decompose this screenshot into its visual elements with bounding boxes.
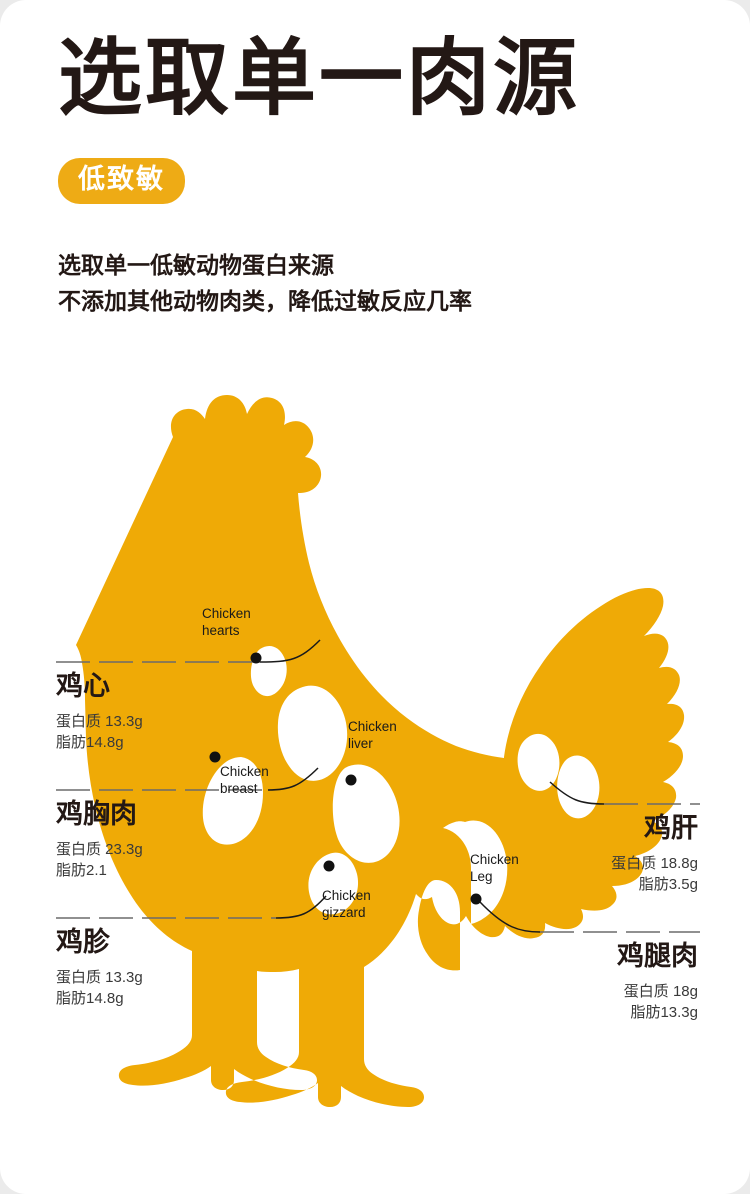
dot-marker-breast xyxy=(209,751,221,763)
callout-name: 鸡腿肉 xyxy=(617,941,698,971)
fat-value: 脂肪2.1 xyxy=(56,862,107,880)
dot-marker-hearts xyxy=(250,652,262,664)
en-label-line-2: breast xyxy=(220,780,258,796)
callout-chicken-breast: 鸡胸肉 蛋白质 23.3g 脂肪2.1 xyxy=(56,799,143,883)
fat-value: 脂肪14.8g xyxy=(56,990,124,1008)
en-label-chicken-breast: Chicken breast xyxy=(220,764,269,798)
page-title: 选取单一肉源 xyxy=(58,31,581,125)
en-label-line-1: Chicken xyxy=(348,719,397,734)
callout-name: 鸡胸肉 xyxy=(56,799,137,829)
callout-name: 鸡胗 xyxy=(56,927,110,957)
protein-value: 蛋白质 13.3g xyxy=(56,712,143,730)
dot-marker-leg xyxy=(470,893,482,905)
protein-value: 蛋白质 18.8g xyxy=(611,854,698,872)
protein-value: 蛋白质 18g xyxy=(623,982,698,1000)
callout-chicken-liver: 鸡肝 蛋白质 18.8g 脂肪3.5g xyxy=(611,813,698,897)
en-label-line-1: Chicken xyxy=(202,606,251,621)
callout-nutrition: 蛋白质 23.3g 脂肪2.1 xyxy=(56,839,143,883)
chicken-silhouette-icon xyxy=(76,395,685,1107)
fat-value: 脂肪3.5g xyxy=(638,876,698,894)
description-line-1: 选取单一低敏动物蛋白来源 xyxy=(58,252,334,278)
description-line-2: 不添加其他动物肉类，降低过敏反应几率 xyxy=(58,287,472,314)
fat-value: 脂肪14.8g xyxy=(56,734,124,752)
dot-marker-liver xyxy=(345,774,357,786)
callout-name: 鸡肝 xyxy=(644,813,698,843)
callout-chicken-gizzard: 鸡胗 蛋白质 13.3g 脂肪14.8g xyxy=(56,927,143,1011)
en-label-chicken-gizzard: Chicken gizzard xyxy=(322,888,371,922)
callout-chicken-heart: 鸡心 蛋白质 13.3g 脂肪14.8g xyxy=(56,671,143,755)
en-label-line-2: gizzard xyxy=(322,904,366,920)
callout-nutrition: 蛋白质 13.3g 脂肪14.8g xyxy=(56,711,143,755)
en-label-line-1: Chicken xyxy=(220,764,269,779)
en-label-chicken-hearts: Chicken hearts xyxy=(202,606,251,640)
callout-nutrition: 蛋白质 13.3g 脂肪14.8g xyxy=(56,967,143,1011)
en-label-line-2: Leg xyxy=(470,868,493,884)
organ-dot-markers xyxy=(209,652,482,905)
callout-name: 鸡心 xyxy=(56,671,110,701)
protein-value: 蛋白质 13.3g xyxy=(56,968,143,986)
leader-lines-left xyxy=(56,661,276,919)
en-label-line-2: liver xyxy=(348,735,373,751)
en-label-line-1: Chicken xyxy=(322,888,371,903)
low-allergen-badge: 低致敏 xyxy=(58,158,185,204)
pointer-lines xyxy=(259,639,605,933)
callout-nutrition: 蛋白质 18g 脂肪13.3g xyxy=(617,981,698,1025)
protein-value: 蛋白质 23.3g xyxy=(56,840,143,858)
en-label-line-1: Chicken xyxy=(470,852,519,867)
dot-marker-gizzard xyxy=(323,860,335,872)
callout-nutrition: 蛋白质 18.8g 脂肪3.5g xyxy=(611,853,698,897)
description: 选取单一低敏动物蛋白来源 不添加其他动物肉类，降低过敏反应几率 xyxy=(58,248,472,319)
leader-lines-right xyxy=(540,803,700,933)
callout-chicken-thigh: 鸡腿肉 蛋白质 18g 脂肪13.3g xyxy=(617,941,698,1025)
en-label-chicken-liver: Chicken liver xyxy=(348,719,397,753)
en-label-chicken-leg: Chicken Leg xyxy=(470,852,519,886)
fat-value: 脂肪13.3g xyxy=(630,1004,698,1022)
en-label-line-2: hearts xyxy=(202,622,240,638)
